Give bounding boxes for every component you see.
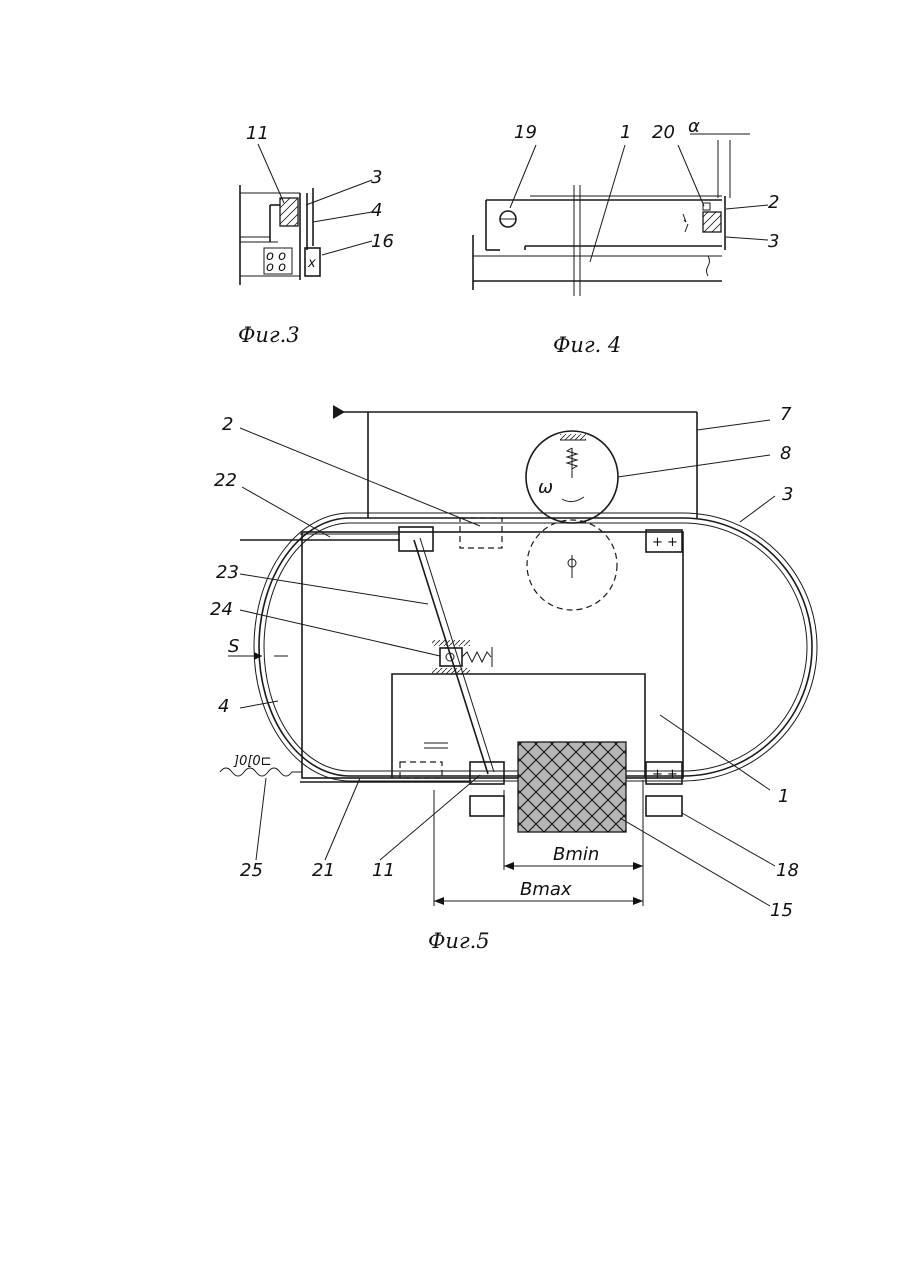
fig5-label-S: S — [228, 636, 239, 657]
figure-4: 19 1 20 α 2 3 Фиг. 4 — [473, 116, 779, 357]
fig4-label-20: 20 — [652, 122, 675, 143]
fig5-label-21: 21 — [312, 860, 335, 881]
fig4-caption: Фиг. 4 — [553, 333, 621, 357]
fig5-label-22: 22 — [214, 470, 237, 491]
fig3-label-16: 16 — [371, 231, 394, 252]
fig5-label-8: 8 — [780, 443, 791, 464]
fig3-label-11: 11 — [246, 123, 269, 144]
fig4-label-3: 3 — [768, 231, 779, 252]
fig3-label-4: 4 — [371, 200, 382, 221]
fig5-label-omega: ω — [538, 477, 553, 498]
fig4-label-alpha: α — [688, 116, 700, 137]
fig5-label-3: 3 — [782, 484, 793, 505]
figure-5: + + + + ]0[0⊏ — [210, 404, 817, 953]
svg-text:]0[0⊏: ]0[0⊏ — [233, 754, 272, 769]
fig4-label-19: 19 — [514, 122, 537, 143]
fig5-label-1: 1 — [778, 786, 789, 807]
fig5-label-4: 4 — [218, 696, 229, 717]
fig5-label-bmax: Bmax — [520, 879, 572, 900]
fig5-label-18: 18 — [776, 860, 799, 881]
svg-text:+ +: + + — [652, 535, 678, 550]
fig5-label-23: 23 — [216, 562, 239, 583]
fig5-label-15: 15 — [770, 900, 793, 921]
fig5-label-7: 7 — [780, 404, 792, 425]
svg-text:o o: o o — [266, 260, 286, 275]
svg-text:+ +: + + — [652, 767, 678, 782]
fig3-caption: Фиг.3 — [238, 323, 300, 347]
fig3-label-3: 3 — [371, 167, 382, 188]
fig4-label-2: 2 — [768, 192, 779, 213]
fig5-label-2: 2 — [222, 414, 233, 435]
fig5-label-bmin: Bmin — [553, 844, 599, 865]
fig5-caption: Фиг.5 — [428, 929, 490, 953]
svg-text:x: x — [307, 256, 316, 271]
fig5-label-25: 25 — [240, 860, 263, 881]
fig5-label-24: 24 — [210, 599, 233, 620]
figure-3: o o o o x 11 3 4 16 Фиг.3 — [238, 123, 394, 347]
fig4-label-1: 1 — [620, 122, 631, 143]
fig5-label-11: 11 — [372, 860, 395, 881]
